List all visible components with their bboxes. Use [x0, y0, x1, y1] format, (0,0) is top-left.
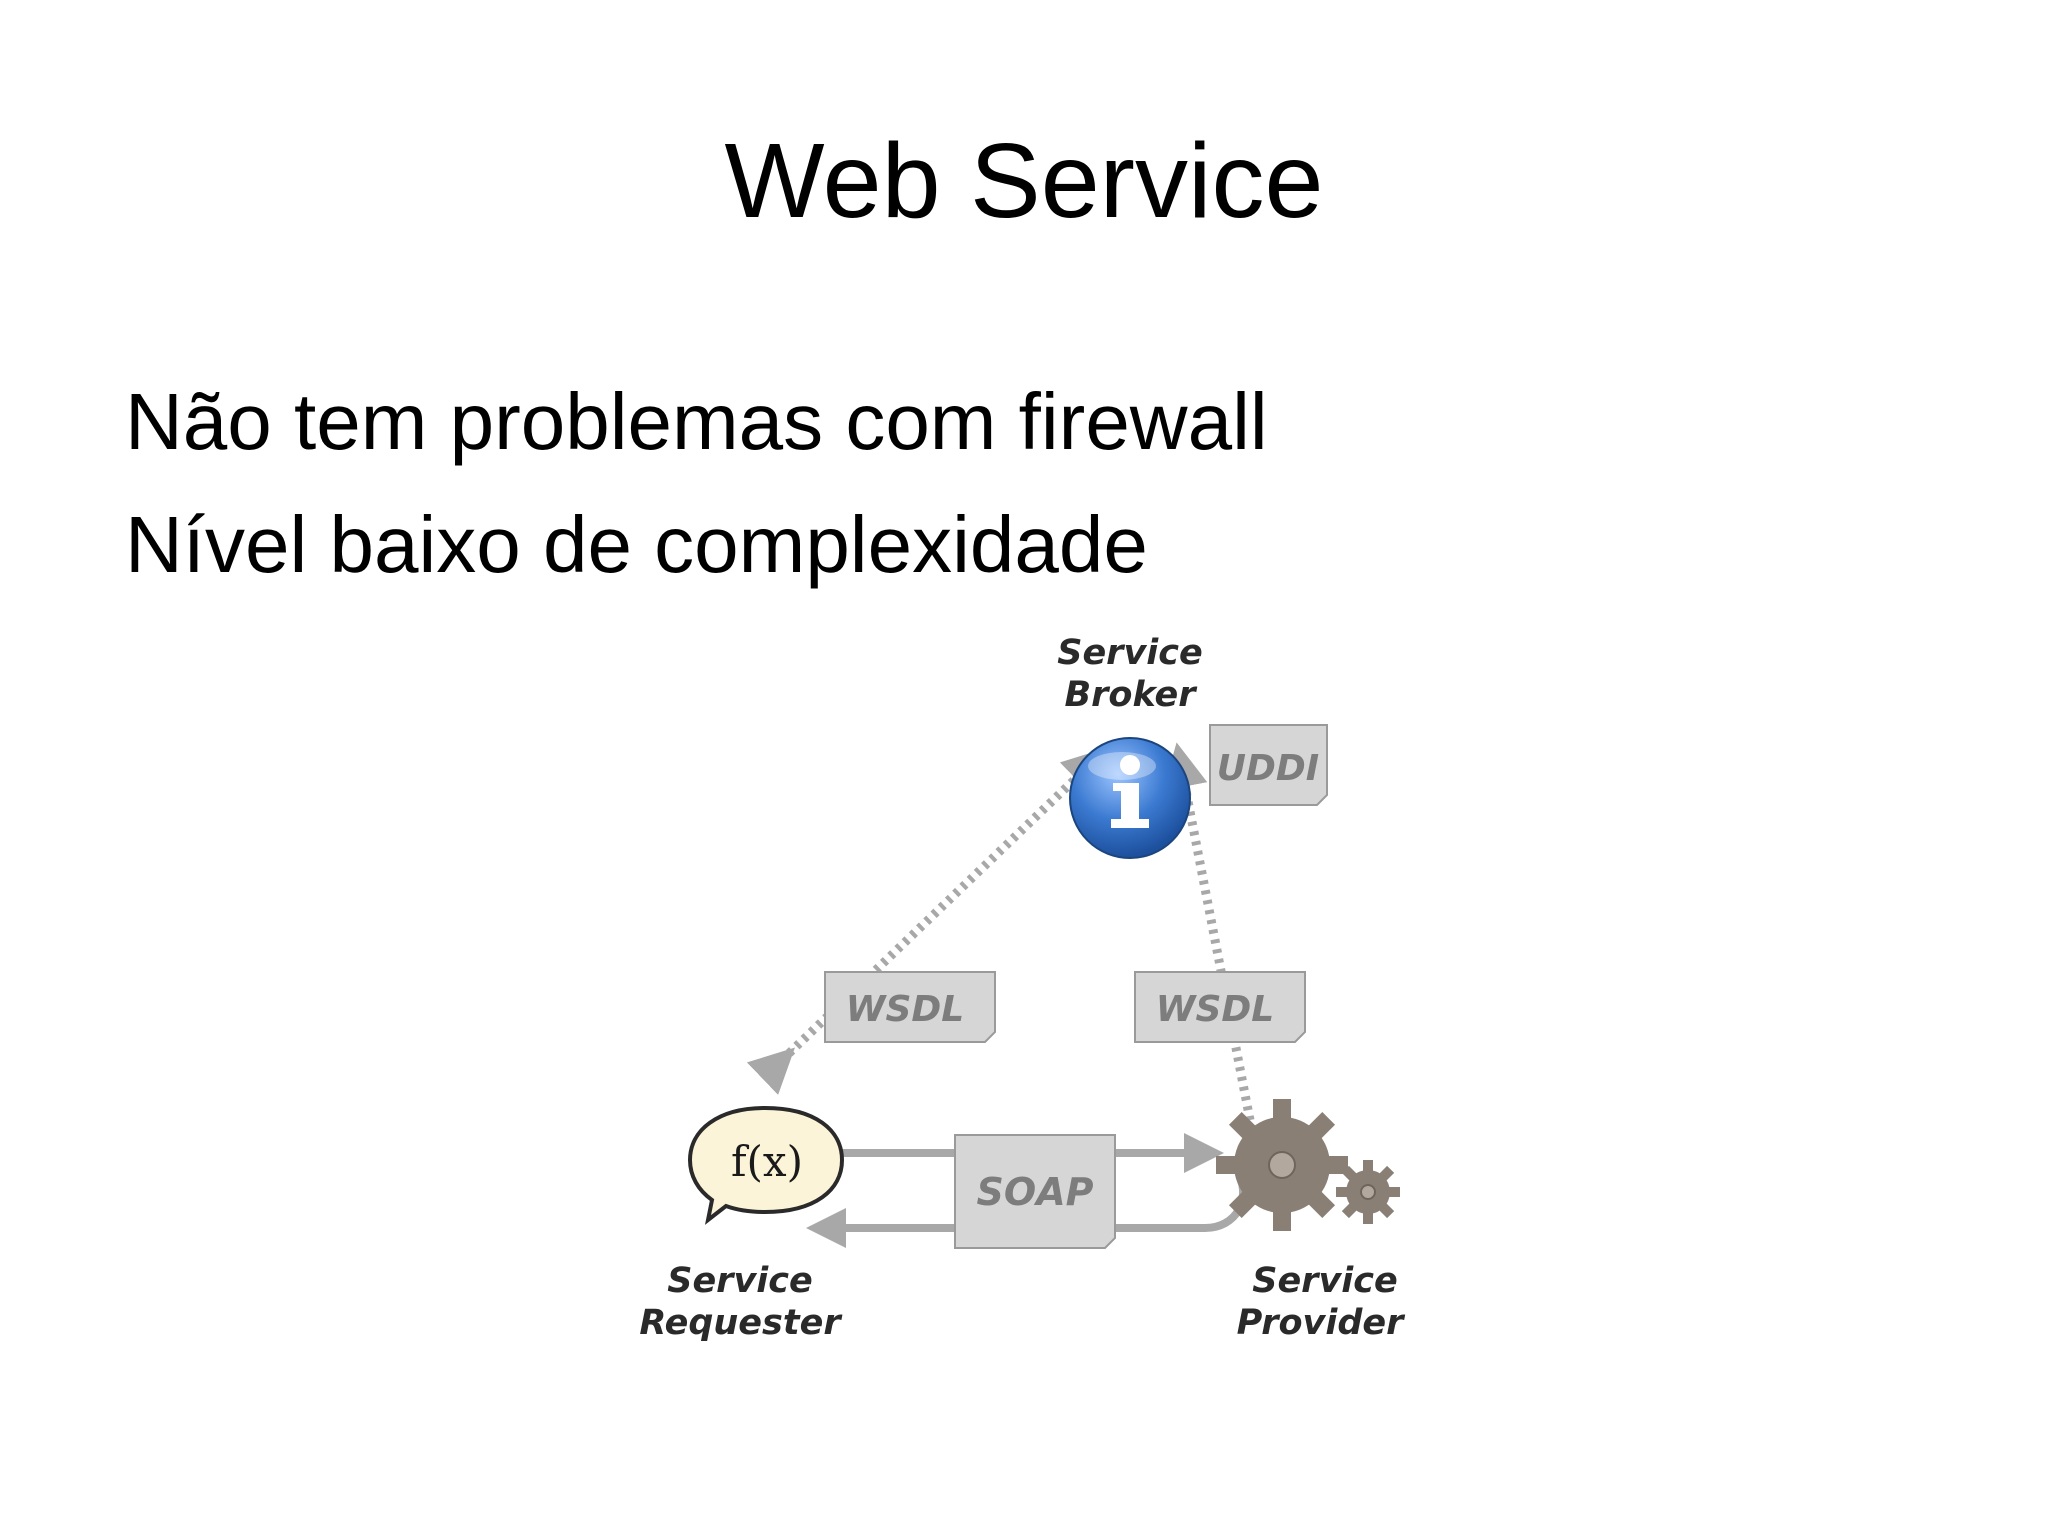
left-wsdl-label: WSDL [846, 989, 964, 1030]
diagram-canvas: Service Broker UDDI WSDL WSDL SOAP [639, 633, 1406, 1343]
soap-label: SOAP [977, 1170, 1094, 1214]
info-icon [1069, 737, 1191, 859]
uddi-label: UDDI [1217, 748, 1319, 789]
soap-document: SOAP [954, 1134, 1116, 1249]
left-wsdl-document: WSDL [824, 971, 996, 1043]
provider-label-line1: Service [1252, 1261, 1398, 1301]
requester-broker-dotted-arrow [790, 650, 1100, 890]
right-wsdl-label: WSDL [1156, 989, 1274, 1030]
provider-label-line2: Provider [1237, 1303, 1406, 1343]
uddi-document: UDDI [1209, 724, 1328, 806]
right-dotted-link [1163, 742, 1255, 1121]
gears-icon [1216, 1099, 1400, 1231]
right-wsdl-document: WSDL [1134, 971, 1306, 1043]
requester-label-line2: Requester [639, 1303, 843, 1343]
bullet-list: Não tem problemas com firewall Nível bai… [125, 360, 1268, 606]
function-glyph: f(x) [731, 1137, 803, 1186]
web-service-diagram: Service Broker UDDI WSDL WSDL SOAP [600, 620, 1460, 1360]
broker-label-line1: Service [1057, 633, 1203, 673]
slide-title: Web Service [724, 122, 1324, 240]
bullet-item: Nível baixo de complexidade [125, 500, 1148, 589]
requester-label-line1: Service [667, 1261, 813, 1301]
broker-label-line2: Broker [1064, 675, 1198, 715]
bullet-item: Não tem problemas com firewall [125, 377, 1268, 466]
function-bubble-icon: f(x) [687, 1105, 845, 1225]
